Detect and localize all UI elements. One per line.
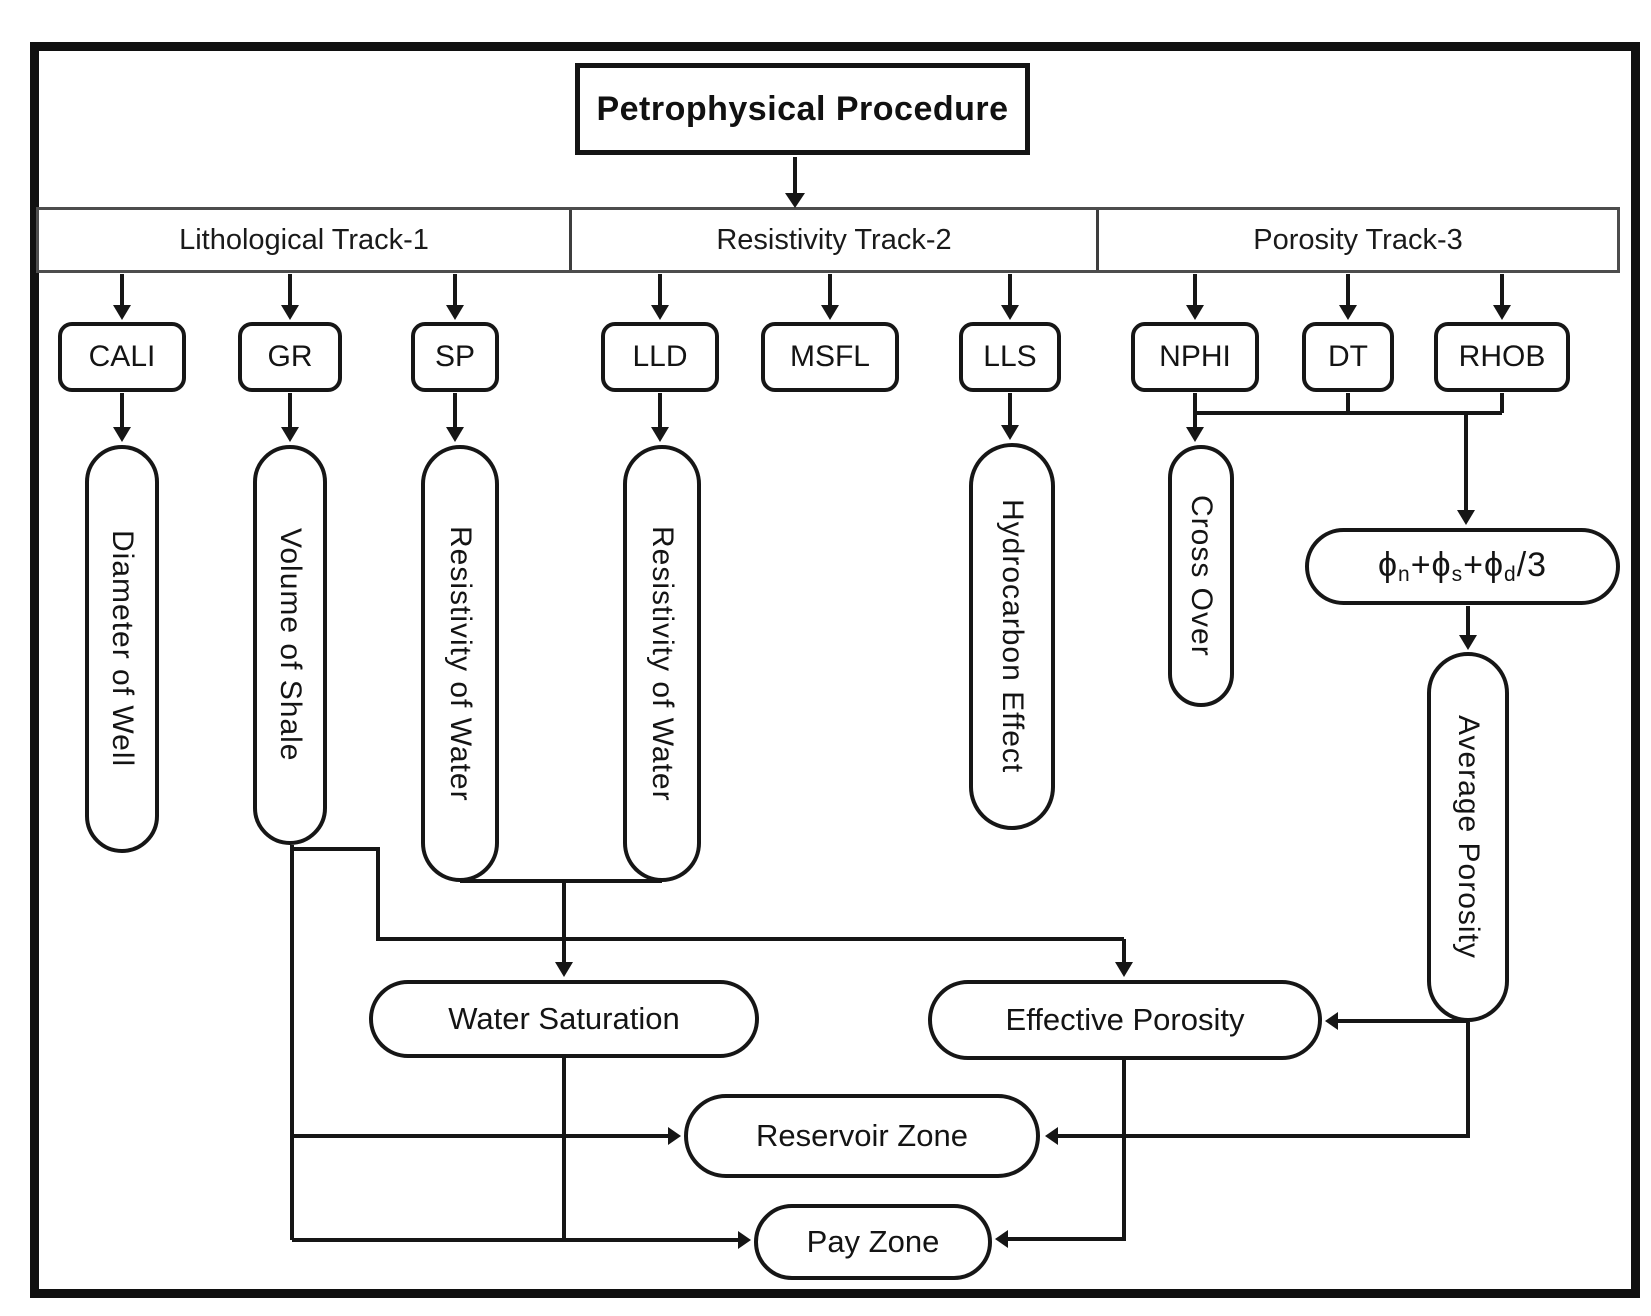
track-header-band: Lithological Track-1 Resistivity Track-2… [36,207,1620,273]
resistivity-of-water-lld-label: Resistivity of Water [646,525,679,802]
log-box-rhob: RHOB [1434,322,1570,392]
log-box-dt: DT [1302,322,1394,392]
log-box-lls: LLS [959,322,1061,392]
water-saturation-label: Water Saturation [448,1001,680,1036]
formula-sub-d: d [1504,563,1517,586]
track-porosity-label: Porosity Track-3 [1253,223,1463,256]
oval-resistivity-of-water-lld: Resistivity of Water [623,445,701,882]
formula-sub-n: n [1398,563,1411,586]
oval-cross-over: Cross Over [1168,445,1234,707]
log-box-nphi: NPHI [1131,322,1259,392]
oval-resistivity-of-water-sp: Resistivity of Water [421,445,499,882]
formula-divide-3: /3 [1516,546,1548,584]
diagram-title: Petrophysical Procedure [596,89,1009,128]
formula-phi-n: ϕ [1377,546,1398,584]
oval-water-saturation: Water Saturation [369,980,759,1058]
log-msfl-label: MSFL [789,340,870,373]
pay-zone-label: Pay Zone [806,1224,940,1259]
track-lithological-label: Lithological Track-1 [179,223,429,256]
porosity-formula: ϕn+ϕs+ϕd/3 [1305,528,1620,605]
track-resistivity-label: Resistivity Track-2 [716,223,952,256]
log-lld-label: LLD [632,340,688,373]
oval-diameter-of-well: Diameter of Well [85,445,159,853]
log-box-gr: GR [238,322,342,392]
hydrocarbon-effect-label: Hydrocarbon Effect [996,499,1029,774]
track-porosity: Porosity Track-3 [1096,210,1617,270]
oval-hydrocarbon-effect: Hydrocarbon Effect [969,443,1055,830]
outer-frame [30,42,1640,1298]
log-nphi-label: NPHI [1159,340,1231,373]
oval-reservoir-zone: Reservoir Zone [684,1094,1040,1178]
log-dt-label: DT [1328,340,1368,373]
average-porosity-label: Average Porosity [1452,715,1485,959]
title-box: Petrophysical Procedure [575,63,1030,155]
log-box-cali: CALI [58,322,186,392]
cross-over-label: Cross Over [1185,495,1218,657]
formula-phi-d: +ϕ [1463,546,1504,584]
resistivity-of-water-sp-label: Resistivity of Water [444,525,477,802]
log-gr-label: GR [267,340,313,373]
log-rhob-label: RHOB [1458,340,1546,373]
formula-text: ϕn+ϕs+ϕd/3 [1378,546,1547,587]
diameter-of-well-label: Diameter of Well [106,530,139,768]
log-box-lld: LLD [601,322,719,392]
volume-of-shale-label: Volume of Shale [274,528,307,762]
oval-average-porosity: Average Porosity [1427,652,1509,1022]
log-sp-label: SP [434,340,476,373]
track-resistivity: Resistivity Track-2 [569,210,1096,270]
oval-effective-porosity: Effective Porosity [928,980,1322,1060]
track-lithological: Lithological Track-1 [39,210,569,270]
log-box-sp: SP [411,322,499,392]
reservoir-zone-label: Reservoir Zone [756,1118,968,1153]
formula-phi-s: +ϕ [1410,546,1452,584]
formula-sub-s: s [1451,563,1464,586]
effective-porosity-label: Effective Porosity [1005,1002,1245,1037]
log-box-msfl: MSFL [761,322,899,392]
log-cali-label: CALI [88,340,156,373]
log-lls-label: LLS [983,340,1037,373]
oval-pay-zone: Pay Zone [754,1204,992,1280]
oval-volume-of-shale: Volume of Shale [253,445,327,845]
